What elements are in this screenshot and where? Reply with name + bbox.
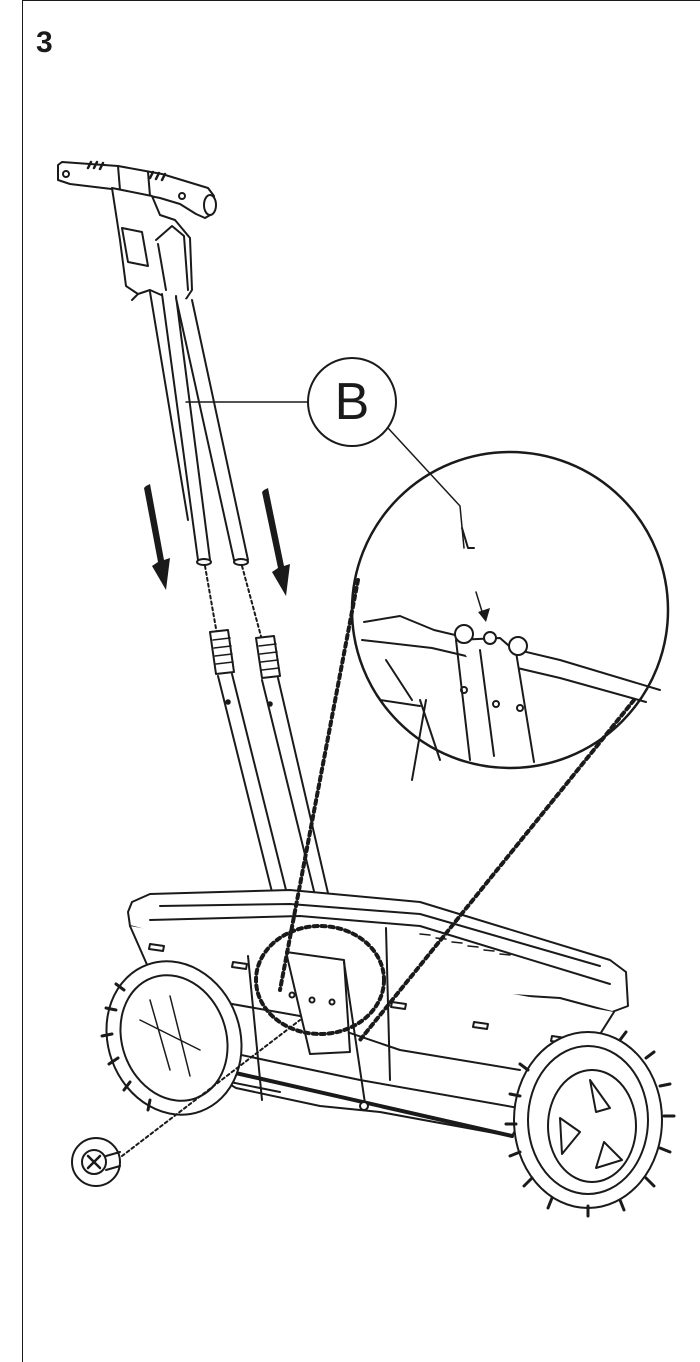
arrow-down-icon bbox=[144, 484, 290, 596]
handle-grip bbox=[57, 160, 217, 219]
step-number: 3 bbox=[36, 26, 53, 59]
pole-sleeves bbox=[209, 629, 281, 679]
detail-leader-line bbox=[387, 427, 465, 549]
handle-bracket bbox=[111, 187, 193, 307]
upper-poles bbox=[149, 291, 249, 566]
zoom-cone-lines bbox=[254, 578, 636, 1042]
magnifier-detail-circle bbox=[350, 450, 670, 781]
screw-icon bbox=[71, 1137, 121, 1187]
left-wheel bbox=[100, 960, 243, 1116]
screw-guide-line bbox=[121, 1019, 301, 1157]
right-wheel bbox=[504, 1030, 676, 1218]
callout-b-label: B bbox=[334, 373, 370, 431]
insertion-guides bbox=[204, 565, 263, 641]
callout-b-badge bbox=[307, 357, 397, 447]
